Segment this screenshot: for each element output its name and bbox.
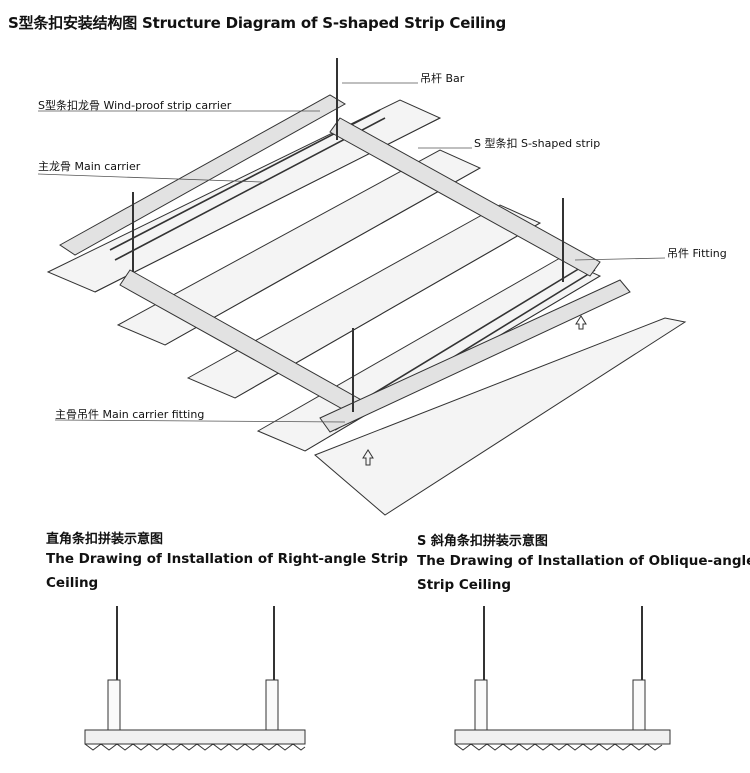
right-drawing-title-en-2: Strip Ceiling <box>417 577 512 593</box>
label-bar: 吊杆 Bar <box>420 72 465 85</box>
hanger-bars <box>132 58 564 412</box>
up-arrow-icon <box>575 315 587 330</box>
left-drawing-title-cn: 直角条扣拼装示意图 <box>46 532 164 547</box>
label-s-shaped-strip: S 型条扣 S-shaped strip <box>474 137 601 150</box>
strip-panel <box>314 317 687 516</box>
label-wind-proof-carrier: S型条扣龙骨 Wind-proof strip carrier <box>38 99 232 112</box>
right-angle-drawing <box>84 606 306 751</box>
page-title: S型条扣安装结构图 Structure Diagram of S-shaped … <box>8 14 507 32</box>
label-main-carrier: 主龙骨 Main carrier <box>38 160 141 173</box>
right-drawing-title-cn: S 斜角条扣拼装示意图 <box>417 534 548 549</box>
right-drawing-title-en-1: The Drawing of Installation of Oblique-a… <box>417 553 750 569</box>
wind-proof-carriers <box>59 94 631 433</box>
oblique-angle-drawing <box>454 606 671 751</box>
label-main-carrier-fitting: 主骨吊件 Main carrier fitting <box>55 408 205 421</box>
left-drawing-title-en-1: The Drawing of Installation of Right-ang… <box>46 551 409 567</box>
left-drawing-title-en-2: Ceiling <box>46 575 99 591</box>
label-fitting: 吊件 Fitting <box>667 247 727 260</box>
arrow-icons <box>362 315 587 466</box>
up-arrow-icon <box>362 449 374 466</box>
leader-lines <box>37 82 666 423</box>
